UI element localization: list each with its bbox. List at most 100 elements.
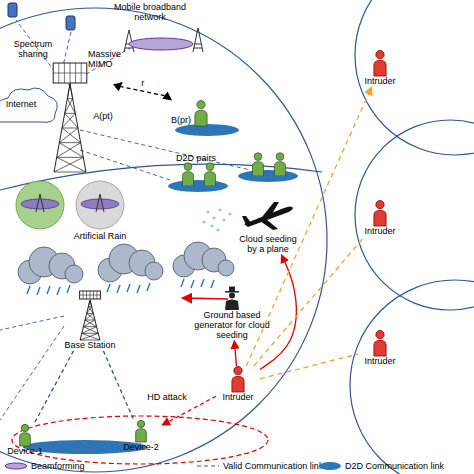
intruder-user: Intruder	[358, 330, 402, 367]
d2d-pair	[168, 180, 228, 192]
pgreen-icon	[134, 420, 148, 442]
gen-icon	[229, 293, 235, 299]
attack-link	[234, 341, 236, 366]
pgreen-icon	[193, 100, 209, 126]
attack-link	[260, 255, 296, 370]
intruder-link	[254, 237, 364, 366]
coverage-circle	[36, 194, 104, 212]
text-label: D2D pairs	[166, 154, 226, 164]
valid-link-line	[80, 130, 250, 170]
d2d-pair	[204, 163, 215, 186]
d2d-pair	[182, 163, 193, 186]
seeding-particles	[210, 224, 213, 227]
plane-icon	[242, 216, 251, 225]
pgreen-icon	[197, 101, 205, 109]
intruder-link	[260, 354, 358, 379]
seeding-particles	[206, 210, 209, 213]
tower-icon	[49, 62, 91, 172]
mobile-phone	[8, 3, 75, 30]
coverage-circle	[76, 181, 124, 229]
zone-circle	[355, 0, 474, 155]
tower-icon	[53, 63, 87, 83]
pred-icon	[234, 367, 242, 375]
legend: BeamformingValid Communication linkD2D C…	[0, 461, 474, 474]
node-label: Base Station	[64, 341, 115, 351]
tower-icon	[80, 300, 100, 340]
seeding-particles	[212, 216, 215, 219]
coverage-circle	[81, 199, 119, 209]
legend-text: Valid Communication link	[223, 461, 323, 471]
tower-icon	[80, 300, 100, 340]
pred-icon	[374, 340, 386, 356]
beamforming-lobe	[129, 38, 193, 50]
coverage-circle	[16, 181, 64, 229]
plane-icon	[240, 198, 296, 234]
seeding-particles	[216, 228, 219, 231]
coverage-circle	[21, 199, 59, 209]
text-label: Spectrum sharing	[10, 40, 56, 60]
text-label: Mobile broadband network	[108, 3, 192, 23]
rain-cloud	[145, 262, 163, 280]
d2d-pair	[252, 153, 263, 176]
pred-icon	[372, 50, 388, 76]
legend-item: D2D Communication link	[318, 461, 444, 471]
valid-link-line	[0, 316, 64, 330]
coverage-circle	[16, 181, 124, 229]
mobile-phone	[8, 3, 17, 17]
pgreen-icon	[20, 433, 31, 446]
node-label: Intruder	[364, 77, 395, 87]
transmitter-tower: A(pt)	[42, 62, 122, 172]
pred-icon	[374, 60, 386, 76]
gen-icon	[225, 287, 239, 311]
tower-icon	[54, 84, 86, 172]
pred-icon	[230, 366, 246, 392]
zone-circle	[350, 280, 474, 474]
gen-icon	[225, 300, 239, 311]
pred-icon	[372, 330, 388, 356]
rain-cloud	[65, 265, 83, 283]
mobile-phone	[66, 16, 75, 30]
pred-icon	[376, 201, 384, 209]
base-station: Base Station	[60, 290, 120, 351]
rain-drops	[181, 279, 214, 288]
d2d-pair	[274, 153, 285, 176]
seeding-particles	[228, 212, 231, 215]
pred-icon	[376, 331, 384, 339]
internet-cloud	[0, 88, 57, 122]
node-label: Ground based generator for cloud seeding	[188, 311, 276, 341]
node-label: Intruder	[222, 393, 253, 403]
beam-sample	[5, 463, 27, 469]
intruder-user: Intruder	[358, 50, 402, 87]
edge-label: HD attack	[147, 392, 187, 402]
rain-cloud	[218, 260, 234, 276]
legend-sample	[4, 461, 28, 471]
edge-label: r	[141, 78, 144, 88]
tower-icon	[54, 84, 86, 172]
small-tower	[193, 28, 203, 52]
plane-icon	[262, 202, 279, 217]
rain-cloud	[18, 242, 234, 284]
valid-link-line	[0, 326, 64, 420]
valid-link	[34, 351, 74, 424]
rain-drops	[107, 283, 150, 293]
intruder-link	[246, 87, 371, 366]
zone-circle	[355, 120, 474, 310]
rain-drops	[27, 285, 70, 295]
text-label: Artificial Rain	[58, 232, 142, 242]
attack-zone	[12, 416, 268, 464]
legend-sample	[196, 461, 220, 471]
plane-icon	[242, 202, 293, 230]
link-sample	[197, 465, 219, 466]
valid-link-line	[80, 150, 170, 180]
pgreen-icon	[137, 420, 144, 427]
ground-generator: Ground based generator for cloud seeding	[188, 286, 276, 341]
rain-drops	[27, 279, 214, 295]
zone-circle	[0, 8, 327, 472]
pgreen-icon	[136, 429, 147, 442]
node-label: Intruder	[364, 357, 395, 367]
seeding-particles	[202, 208, 231, 231]
node-label: Intruder	[364, 227, 395, 237]
plane-icon	[260, 219, 278, 230]
